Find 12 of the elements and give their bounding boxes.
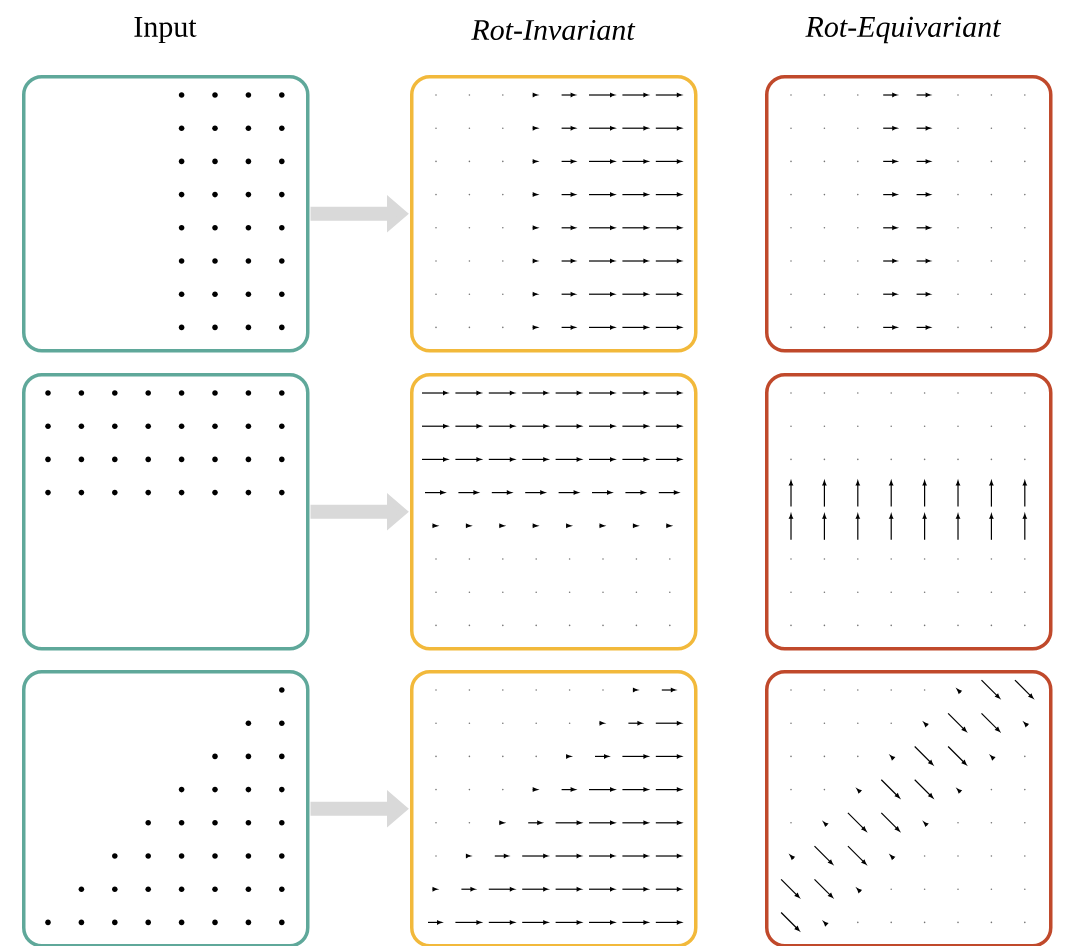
panel	[22, 670, 310, 946]
panel	[410, 373, 698, 651]
panel	[22, 373, 310, 651]
panel	[410, 75, 698, 353]
panel	[22, 75, 310, 353]
panel	[765, 75, 1053, 353]
panel	[765, 373, 1053, 651]
column-heading: Input	[134, 17, 197, 43]
panel	[410, 670, 698, 946]
column-heading: Rot-Equivariant	[805, 16, 1002, 44]
panel	[765, 670, 1053, 946]
column-heading: Rot-Invariant	[471, 19, 636, 41]
